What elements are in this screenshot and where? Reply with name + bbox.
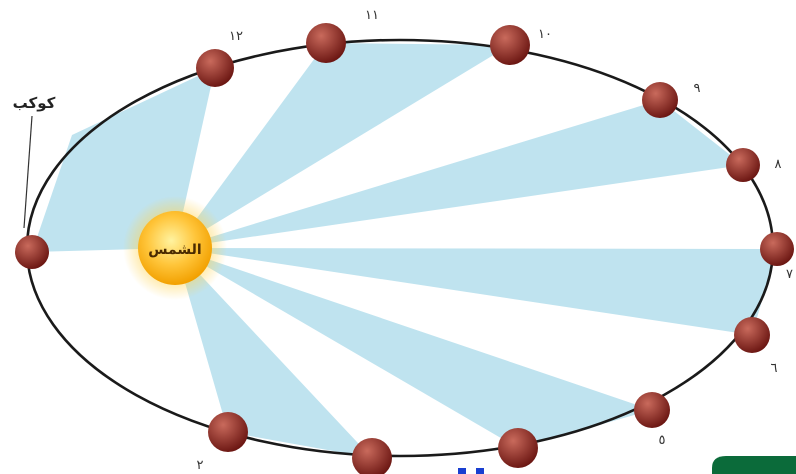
month-label-6: ٦ xyxy=(771,361,778,376)
planet-position-8 xyxy=(726,148,760,182)
month-label-7: ٧ xyxy=(786,267,793,282)
month-label-5: ٥ xyxy=(659,433,666,448)
sector-5-4 xyxy=(175,248,652,448)
sector-7-6 xyxy=(175,248,777,335)
month-labels: ١٢ ١١ ١٠ ٩ ٨ ٧ ٦ ٥ ٢ xyxy=(197,8,794,473)
month-label-8: ٨ xyxy=(775,157,782,172)
planet-callout: كوكب xyxy=(13,94,56,229)
month-label-11: ١١ xyxy=(365,8,379,23)
planet-position-5 xyxy=(634,392,670,428)
planet-position-10 xyxy=(490,25,530,65)
month-label-12: ١٢ xyxy=(229,29,243,44)
month-label-2: ٢ xyxy=(197,458,204,473)
planet-leader-line xyxy=(23,115,33,229)
planet-position-aphelion xyxy=(15,235,49,269)
planet-position-7 xyxy=(760,232,794,266)
planet-position-11 xyxy=(306,23,346,63)
month-label-10: ١٠ xyxy=(538,27,552,42)
month-label-9: ٩ xyxy=(694,81,701,96)
blue-dash-1 xyxy=(458,468,466,474)
planet-position-3 xyxy=(352,438,392,474)
sun-label: الشمس xyxy=(148,242,201,258)
planet-position-9 xyxy=(642,82,678,118)
sector-9-8 xyxy=(175,100,743,248)
planet-position-2 xyxy=(208,412,248,452)
bottom-decoration xyxy=(458,456,796,474)
planet-position-6 xyxy=(734,317,770,353)
planets xyxy=(15,23,794,474)
sun-disc xyxy=(138,211,212,285)
sun: الشمس xyxy=(123,196,227,300)
planet-position-12 xyxy=(196,49,234,87)
sector-3-2 xyxy=(175,248,372,458)
planet-position-4 xyxy=(498,428,538,468)
sector-11-10 xyxy=(175,43,510,248)
green-corner-tab xyxy=(712,456,796,474)
blue-dash-2 xyxy=(476,468,484,474)
planet-label: كوكب xyxy=(13,94,56,112)
